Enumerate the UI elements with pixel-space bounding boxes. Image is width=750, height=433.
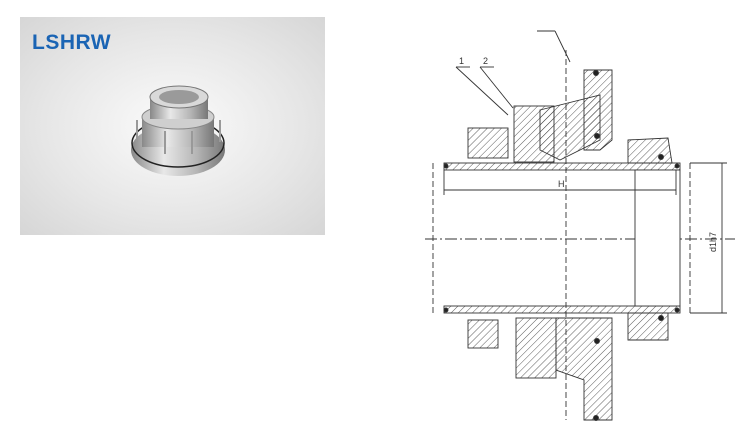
dimension-d1h7-label: d1h7 xyxy=(708,232,718,252)
part-label-2: 2 xyxy=(483,56,488,66)
product-photo: LSHRW xyxy=(20,17,325,235)
dimension-h-label: H xyxy=(558,179,565,189)
part-label-1: 1 xyxy=(459,56,464,66)
product-model-title: LSHRW xyxy=(32,31,112,54)
mechanical-seal-image xyxy=(131,85,225,176)
